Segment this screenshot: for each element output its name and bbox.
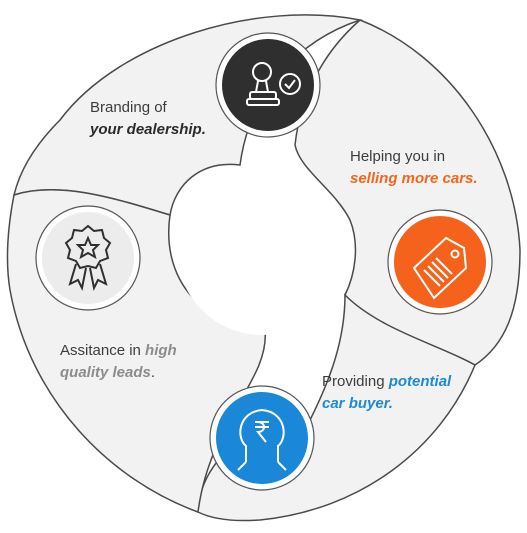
selling-label: Helping you in selling more cars.: [350, 146, 478, 190]
award-ribbon-icon: [64, 224, 112, 292]
branding-label: Branding of your dealership.: [90, 97, 206, 141]
selling-icon-badge: [387, 209, 493, 315]
center-hub: [177, 165, 347, 335]
buyer-highlight-a: potential: [388, 373, 452, 390]
buyer-icon-badge: [209, 385, 315, 491]
buyer-highlight-b: car buyer.: [322, 395, 393, 412]
branding-highlight: your dealership.: [90, 121, 206, 138]
leads-prefix: Assitance in: [60, 342, 146, 359]
rupee-person-icon: [237, 408, 287, 471]
leads-label: Assitance in high quality leads.: [60, 340, 177, 384]
ring-segment-right: [294, 19, 521, 366]
buyer-label: Providing potential car buyer.: [322, 371, 451, 415]
stamp-badge-icon: [246, 62, 301, 106]
buyer-prefix: Providing: [322, 373, 389, 390]
selling-line1: Helping you in: [350, 148, 446, 165]
branding-line1: Branding of: [90, 99, 167, 116]
branding-icon-badge: [215, 32, 321, 138]
price-tag-icon: [412, 236, 468, 300]
leads-suffix: .: [150, 364, 156, 381]
leads-highlight-b: quality leads: [60, 364, 151, 381]
leads-highlight-a: high: [145, 342, 177, 359]
selling-highlight: selling more cars.: [350, 170, 478, 187]
leads-icon-badge: [35, 205, 141, 311]
